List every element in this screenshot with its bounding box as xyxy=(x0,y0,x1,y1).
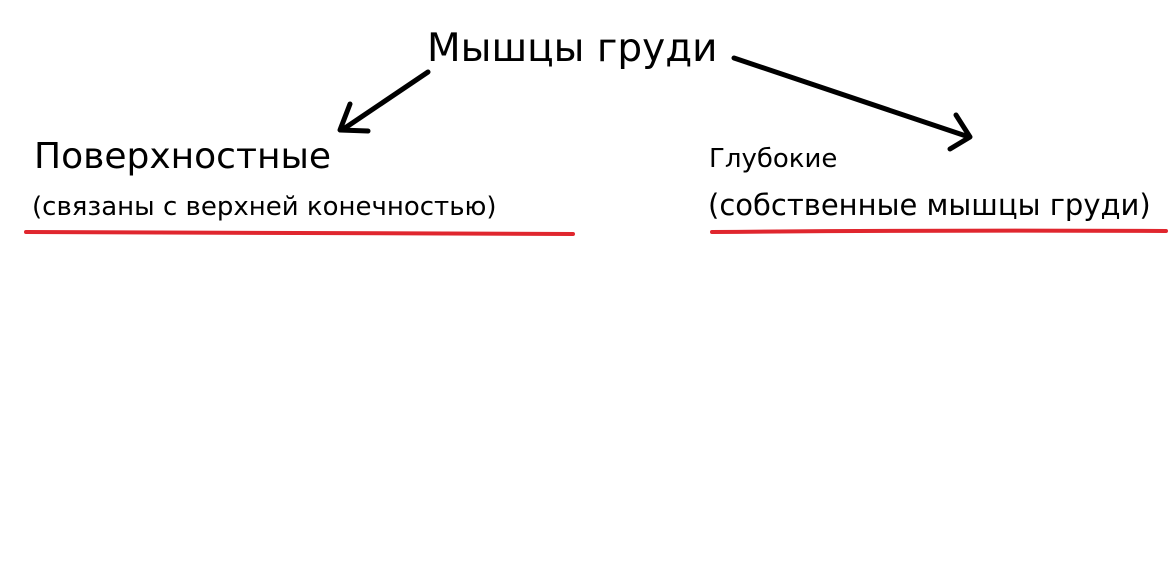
root-node-label: Мышцы груди xyxy=(427,26,718,71)
branch-deep-note: (собственные мышцы груди) xyxy=(708,188,1151,222)
branch-deep-label: Глубокие xyxy=(709,144,838,174)
underline-superficial xyxy=(24,230,575,236)
underline-deep xyxy=(710,228,1168,234)
branch-superficial-label: Поверхностные xyxy=(34,136,332,177)
arrow-to-superficial xyxy=(337,69,431,134)
branch-superficial-note: (связаны с верхней конечностью) xyxy=(32,192,497,222)
arrow-to-deep xyxy=(731,55,973,152)
